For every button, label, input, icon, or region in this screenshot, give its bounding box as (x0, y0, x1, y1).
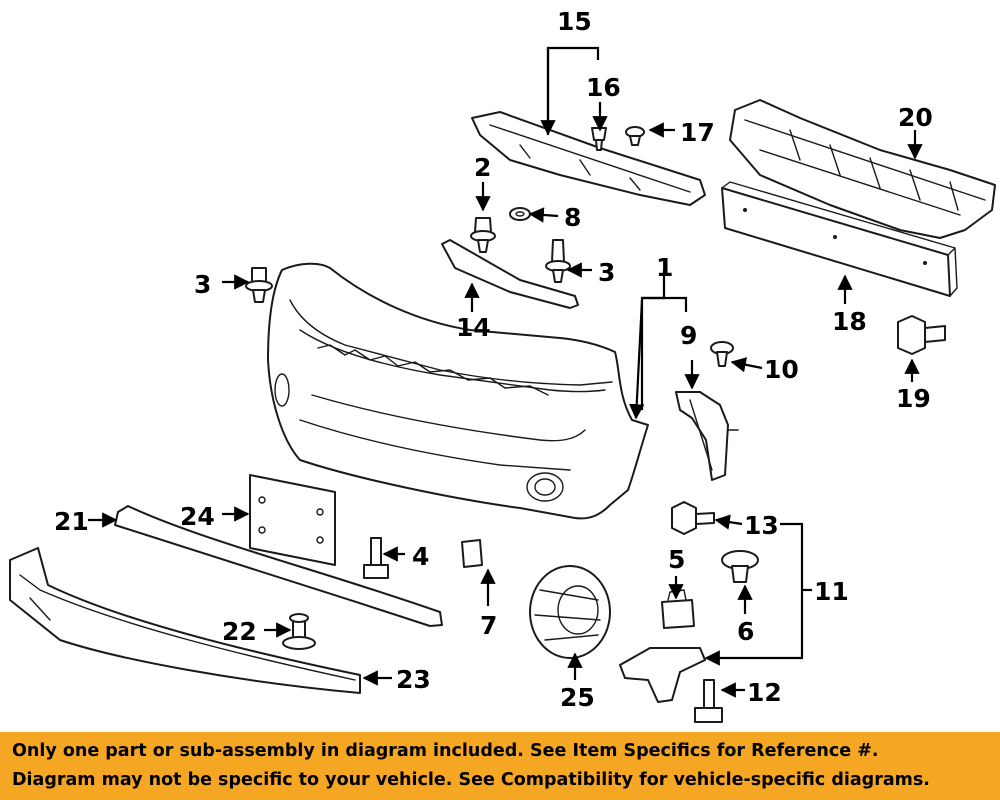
bumper-cover-part (267, 262, 649, 520)
bolt-part-12 (694, 679, 723, 723)
bolt-part-13 (671, 501, 715, 535)
callout-3-left: 3 (194, 270, 211, 299)
callout-23: 23 (396, 665, 431, 694)
side-bracket-part (675, 391, 739, 481)
callout-8: 8 (564, 203, 581, 232)
bolt-part-19 (897, 315, 946, 355)
callout-24: 24 (180, 502, 215, 531)
callout-4: 4 (412, 542, 429, 571)
bolt-part-4 (363, 537, 389, 579)
energy-absorber-part (729, 99, 996, 239)
clip-part-6 (721, 550, 759, 583)
callout-19: 19 (896, 384, 931, 413)
air-deflector-part (9, 547, 361, 694)
upper-trim-part (441, 239, 579, 309)
parts-diagram: 15 16 17 20 2 8 3 3 14 1 9 10 18 19 21 2… (9, 7, 996, 723)
upper-support-part (471, 111, 706, 206)
callout-14: 14 (456, 313, 491, 342)
callout-17: 17 (680, 118, 715, 147)
callout-labels: 15 16 17 20 2 8 3 3 14 1 9 10 18 19 21 2… (54, 7, 933, 712)
callout-5: 5 (668, 545, 685, 574)
callout-15: 15 (557, 7, 592, 36)
pin-part-22 (282, 613, 316, 650)
push-pin-part-3-left (245, 267, 273, 303)
fog-lamp-bezel-part (529, 565, 611, 659)
lower-bracket-part (619, 647, 706, 703)
clip-part-8 (509, 207, 531, 221)
clip-part-17 (625, 126, 645, 146)
disclaimer-line-2: Diagram may not be specific to your vehi… (12, 770, 930, 790)
license-bracket-part (249, 474, 336, 566)
clip-part-5 (661, 589, 695, 629)
callout-22: 22 (222, 617, 257, 646)
callout-7: 7 (480, 611, 497, 640)
impact-bar-part (721, 181, 958, 297)
callout-25: 25 (560, 683, 595, 712)
small-bracket-part-7 (461, 539, 483, 568)
callout-9: 9 (680, 321, 697, 350)
callout-3-right: 3 (598, 258, 615, 287)
callout-2: 2 (474, 153, 491, 182)
callout-16: 16 (586, 73, 621, 102)
callout-21: 21 (54, 507, 89, 536)
callout-18: 18 (832, 307, 867, 336)
leader-lines (88, 46, 923, 698)
callout-12: 12 (747, 678, 782, 707)
callout-13: 13 (744, 511, 779, 540)
push-pin-part-2 (470, 217, 496, 253)
callout-11: 11 (814, 577, 849, 606)
lower-strip-part (114, 505, 443, 627)
callout-20: 20 (898, 103, 933, 132)
callout-6: 6 (737, 617, 754, 646)
disclaimer-banner: Only one part or sub-assembly in diagram… (0, 732, 1000, 800)
disclaimer-line-1: Only one part or sub-assembly in diagram… (12, 741, 879, 761)
callout-1: 1 (656, 253, 673, 282)
callout-10: 10 (764, 355, 799, 384)
clip-part-10 (710, 341, 734, 367)
push-pin-part-3-right (545, 239, 571, 283)
